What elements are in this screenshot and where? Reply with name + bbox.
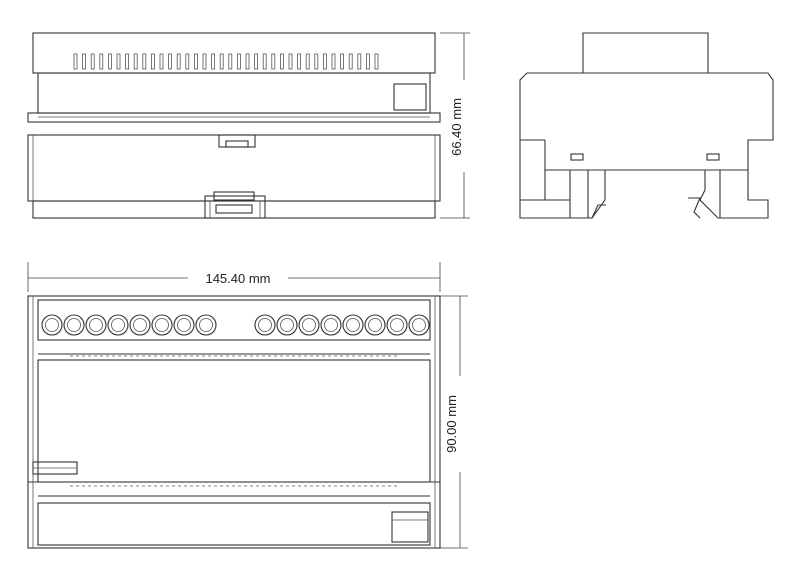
front-label-window: [391, 511, 429, 543]
vent-slot: [73, 53, 78, 70]
screw-terminal: [364, 314, 386, 336]
screw-head: [67, 318, 81, 332]
screw-head: [111, 318, 125, 332]
screw-terminal: [254, 314, 276, 336]
vent-slot: [288, 53, 293, 70]
vent-slot: [202, 53, 207, 70]
vent-slot: [185, 53, 190, 70]
screw-terminal: [107, 314, 129, 336]
screw-head: [368, 318, 382, 332]
vent-slot: [331, 53, 336, 70]
dimension-height-front: 90.00 mm: [444, 395, 459, 453]
screw-terminals-right: [254, 314, 430, 336]
screw-head: [177, 318, 191, 332]
vent-slot: [340, 53, 345, 70]
lower-cover: [37, 502, 431, 546]
screw-head: [302, 318, 316, 332]
vent-slot: [90, 53, 95, 70]
vent-slot: [236, 53, 241, 70]
top-view-lower-body: [27, 134, 441, 202]
screw-terminal: [320, 314, 342, 336]
screw-terminal: [298, 314, 320, 336]
vent-slot: [211, 53, 216, 70]
vent-slot: [150, 53, 155, 70]
vent-slot: [159, 53, 164, 70]
screw-head: [258, 318, 272, 332]
screw-terminal: [173, 314, 195, 336]
screw-terminal: [408, 314, 430, 336]
top-view-latch: [204, 195, 266, 219]
top-view-label-window: [393, 83, 427, 111]
screw-terminal: [342, 314, 364, 336]
vent-slot: [271, 53, 276, 70]
top-view-din-rail-section: [32, 200, 436, 219]
vent-slot: [168, 53, 173, 70]
screw-terminal: [63, 314, 85, 336]
vent-slot: [297, 53, 302, 70]
vent-slot: [219, 53, 224, 70]
dimension-width-front: 145.40 mm: [205, 271, 270, 286]
front-view-body: [27, 295, 441, 549]
side-view-slot-left: [570, 153, 584, 161]
vent-slot: [305, 53, 310, 70]
screw-head: [346, 318, 360, 332]
vent-slot: [357, 53, 362, 70]
screw-head: [280, 318, 294, 332]
vent-slot: [365, 53, 370, 70]
vent-slot: [279, 53, 284, 70]
vent-slot: [322, 53, 327, 70]
vent-slot: [82, 53, 86, 70]
vent-slot: [374, 53, 379, 70]
screw-head: [89, 318, 103, 332]
screw-head: [155, 318, 169, 332]
screw-head: [324, 318, 338, 332]
vent-slot: [116, 53, 121, 70]
screw-terminals-left: [41, 314, 217, 336]
vent-slots: [73, 53, 379, 70]
screw-terminal: [129, 314, 151, 336]
screw-terminal: [386, 314, 408, 336]
vent-slot: [245, 53, 250, 70]
top-view-step: [27, 112, 441, 123]
screw-terminal: [276, 314, 298, 336]
vent-slot: [254, 53, 259, 70]
vent-slot: [133, 53, 138, 70]
dimension-height-top: 66.40 mm: [449, 98, 464, 156]
side-view-profile: [519, 72, 774, 219]
screw-head: [45, 318, 59, 332]
screw-head: [199, 318, 213, 332]
side-view: [519, 32, 774, 219]
vent-slot: [176, 53, 181, 70]
front-panel: [37, 359, 431, 483]
vent-slot: [108, 53, 112, 70]
side-view-slot-right: [706, 153, 720, 161]
vent-slot: [348, 53, 353, 70]
vent-slot: [193, 53, 198, 70]
screw-head: [412, 318, 426, 332]
top-view: 66.40 mm: [27, 32, 470, 219]
vent-slot: [314, 53, 319, 70]
top-view-body: [37, 72, 431, 114]
screw-terminal: [151, 314, 173, 336]
vent-slot: [142, 53, 147, 70]
front-view: 145.40 mm 90.00 mm: [27, 262, 468, 549]
screw-terminal: [85, 314, 107, 336]
vent-slot: [228, 53, 233, 70]
vent-slot: [125, 53, 129, 70]
screw-terminal: [41, 314, 63, 336]
screw-terminal: [195, 314, 217, 336]
screw-head: [133, 318, 147, 332]
vent-slot: [99, 53, 104, 70]
screw-head: [390, 318, 404, 332]
side-view-top-cap: [582, 32, 709, 74]
vent-slot: [262, 53, 267, 70]
